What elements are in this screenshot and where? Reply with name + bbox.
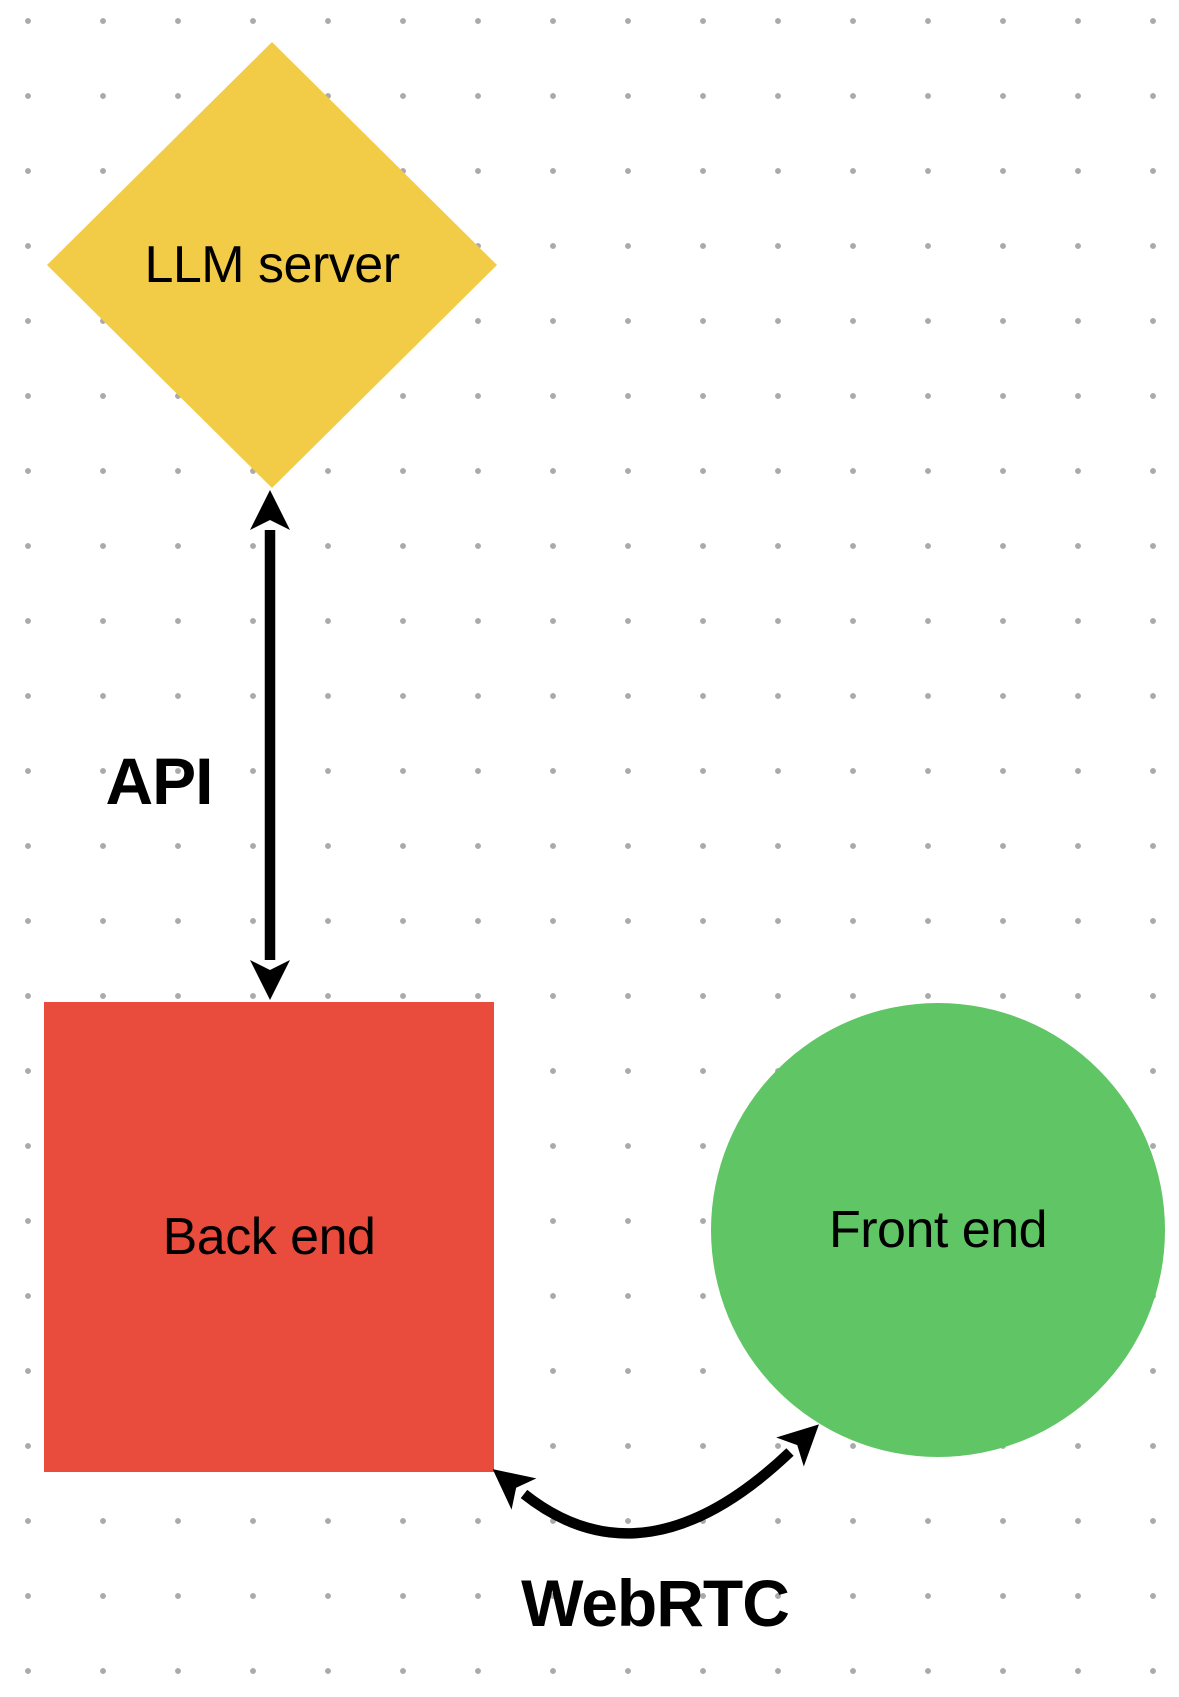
node-llm-server[interactable]: LLM server: [47, 42, 497, 488]
node-label-llm-server: LLM server: [144, 236, 400, 294]
edge-label-webrtc[interactable]: WebRTC: [521, 1566, 790, 1640]
node-back-end[interactable]: Back end: [44, 1002, 494, 1472]
node-front-end[interactable]: Front end: [711, 1003, 1165, 1457]
node-label-front-end: Front end: [828, 1201, 1048, 1259]
webrtc-connector-double-arrow[interactable]: [492, 1424, 819, 1539]
node-label-back-end: Back end: [162, 1208, 376, 1266]
edge-label-api[interactable]: API: [105, 744, 213, 818]
